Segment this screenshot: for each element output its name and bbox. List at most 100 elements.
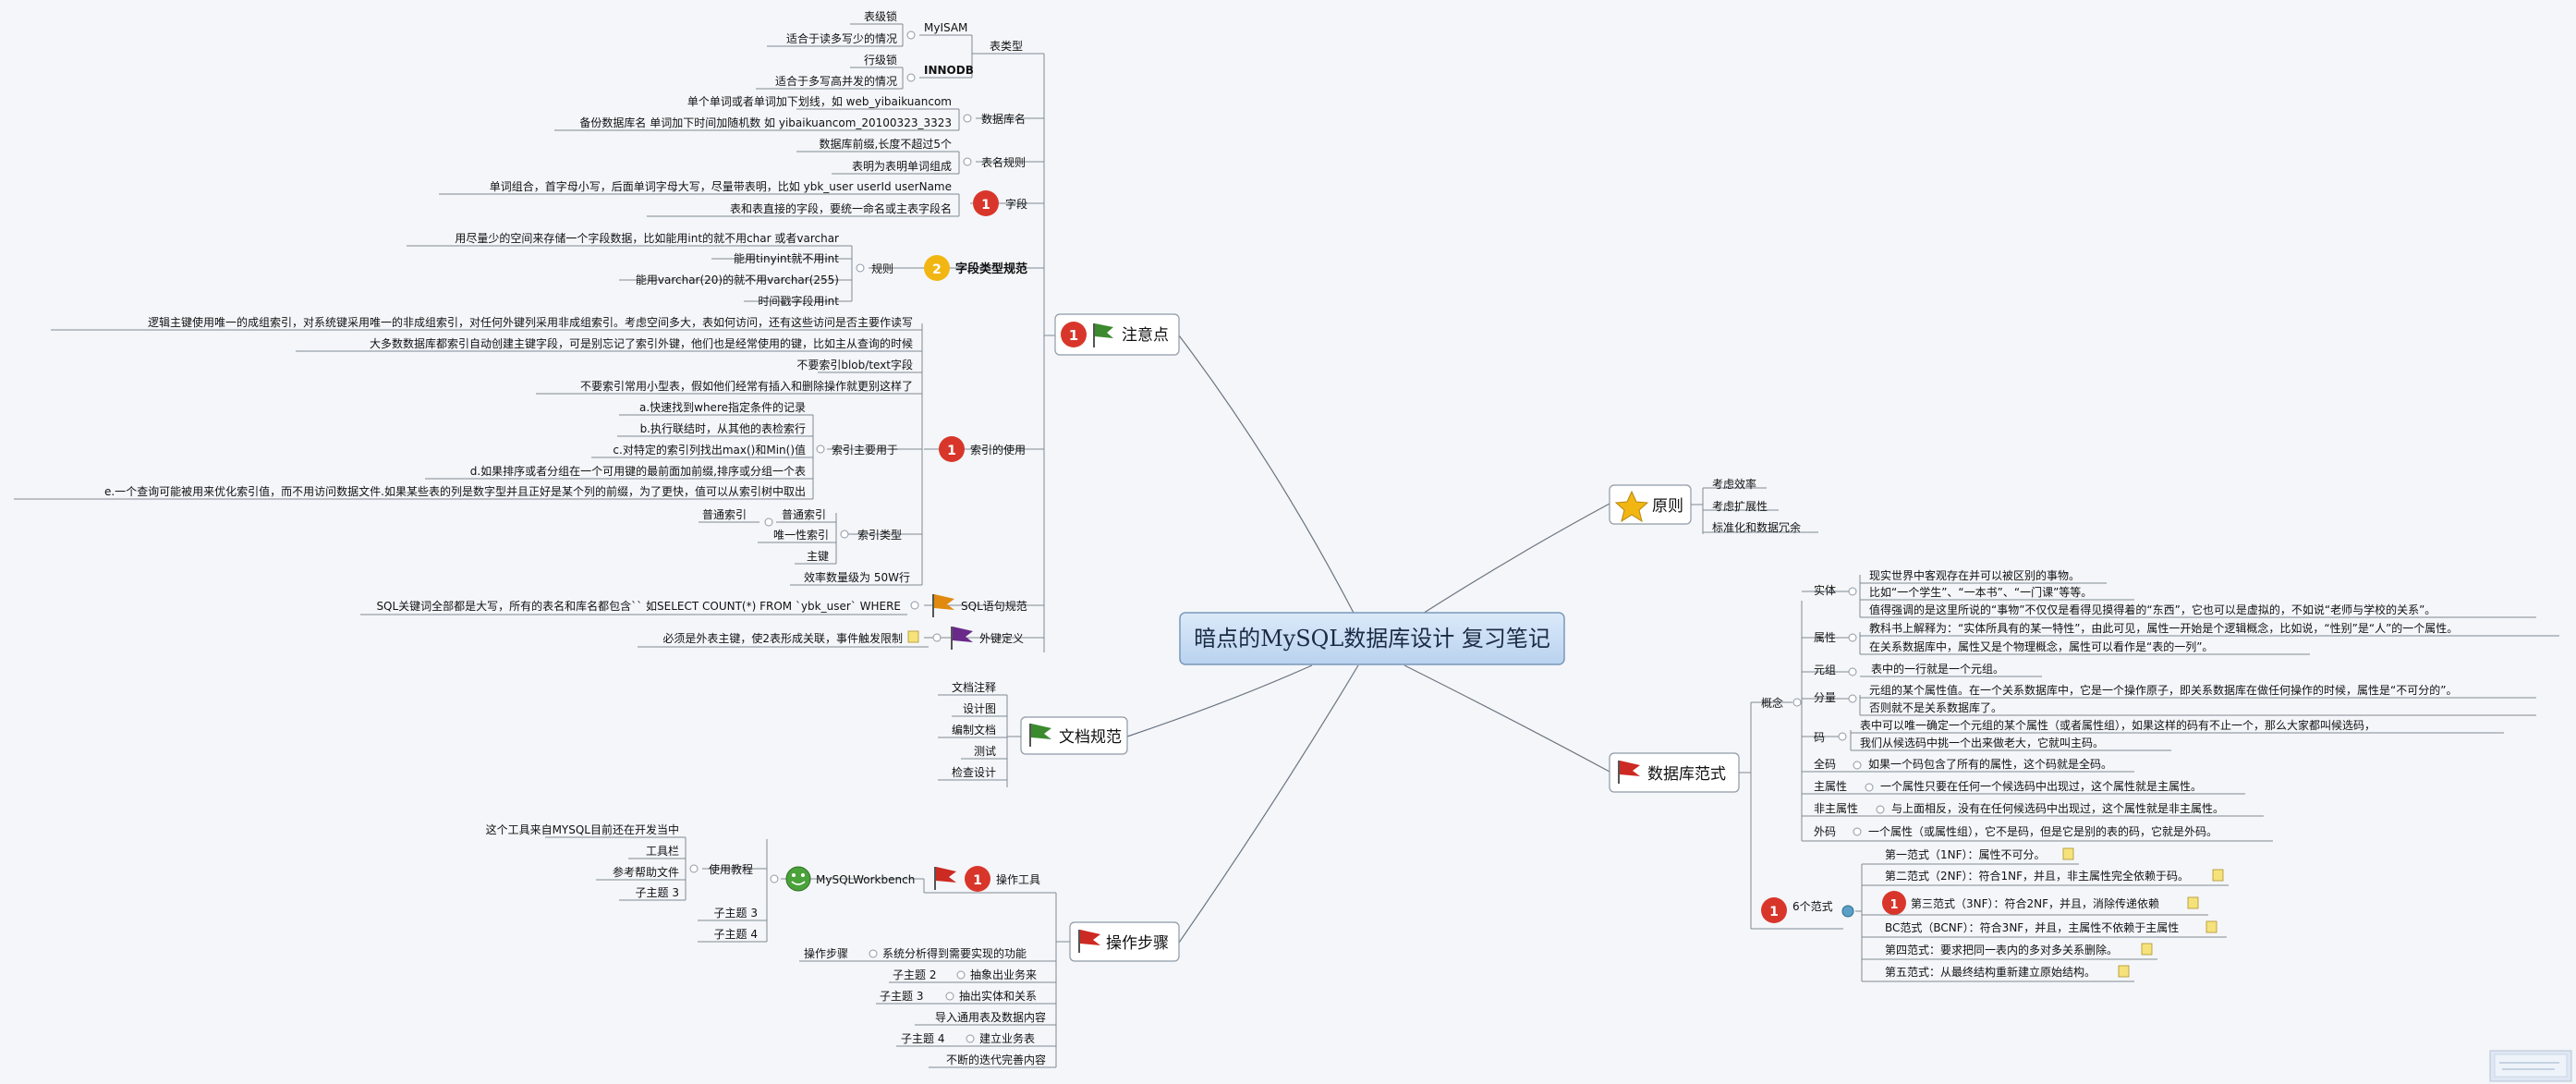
note-icon <box>2212 869 2224 882</box>
branch-wendang: 文档规范 文档注释 设计图 编制文档 测试 检查设计 <box>938 680 1128 787</box>
text-index-2: 大多数数据库都索引自动创建主键字段，可是别忘记了索引外键，他们也是经常使用的键，… <box>370 336 913 350</box>
purple-flag-icon <box>951 627 973 650</box>
text-1nf[interactable]: 第一范式（1NF）：属性不可分。 <box>1885 848 2046 861</box>
label-myisam[interactable]: MyISAM <box>924 21 967 34</box>
node-fanshi[interactable]: 数据库范式 <box>1609 752 1740 793</box>
smiley-icon <box>785 866 811 892</box>
node-yuanze[interactable]: 原则 <box>1609 484 1692 525</box>
text-doc-1[interactable]: 文档注释 <box>952 680 996 694</box>
label-workbench[interactable]: MySQLWorkbench <box>816 873 915 886</box>
label-waima[interactable]: 外码 <box>1814 825 1836 838</box>
node-caozuo[interactable]: 操作步骤 <box>1069 921 1180 962</box>
text-doc-2[interactable]: 设计图 <box>963 702 996 715</box>
fanshi-title: 数据库范式 <box>1647 765 1726 784</box>
step-text-3[interactable]: 抽出实体和关系 <box>959 989 1037 1003</box>
label-jiaocheng[interactable]: 使用教程 <box>709 862 753 876</box>
branch-zhuyidian: 1 注意点 表类型 MyISAM 表级锁 适合于读多写少的情况 INNODB 行… <box>14 9 1180 652</box>
step-text-6[interactable]: 不断的迭代完善内容 <box>946 1053 1046 1066</box>
text-principle-1[interactable]: 考虑效率 <box>1712 477 1756 491</box>
label-innodb[interactable]: INNODB <box>924 64 974 77</box>
text-innodb-2: 适合于多写高并发的情况 <box>775 74 897 88</box>
text-field-1: 单词组合，首字母小写，后面单词字母大写，尽量带表明，比如 ybk_user us… <box>490 179 952 193</box>
text-waima: 一个属性（或属性组），它不是码，但是它是别的表的码，它就是外码。 <box>1868 824 2218 838</box>
text-3nf[interactable]: 第三范式（3NF）：符合2NF，并且，消除传递依赖 <box>1911 896 2159 910</box>
label-zdlxgf[interactable]: 字段类型规范 <box>955 262 1027 276</box>
label-ma[interactable]: 码 <box>1814 731 1825 744</box>
label-fenliang[interactable]: 分量 <box>1814 691 1836 704</box>
label-suoyinleixing[interactable]: 索引类型 <box>857 529 902 542</box>
label-shujukuming[interactable]: 数据库名 <box>981 112 1026 126</box>
text-shuxing-1: 教科书上解释为：“实体所具有的某一特性”，由此可见，属性一开始是个逻辑概念，比如… <box>1869 621 2458 635</box>
label-sqlyuju[interactable]: SQL语句规范 <box>961 599 1027 613</box>
text-index-1: 逻辑主键使用唯一的成组索引，对系统键采用唯一的非成组索引，对任何外键列采用非成组… <box>148 315 913 329</box>
label-biaoleixing[interactable]: 表类型 <box>990 40 1023 53</box>
text-normal-index: 普通索引 <box>702 508 747 521</box>
text-doc-3[interactable]: 编制文档 <box>952 723 996 737</box>
center-title: 暗点的MySQL数据库设计 复习笔记 <box>1194 626 1550 652</box>
label-ziduan[interactable]: 字段 <box>1005 197 1027 211</box>
text-principle-3[interactable]: 标准化和数据冗余 <box>1712 520 1801 534</box>
text-zdlx-top: 用尽量少的空间来存储一个字段数据，比如能用int的就不用char 或者varch… <box>455 231 839 245</box>
step-text-4[interactable]: 导入通用表及数据内容 <box>935 1010 1046 1024</box>
label-6nf[interactable]: 6个范式 <box>1792 900 1833 913</box>
branch-yuanze: 原则 考虑效率 考虑扩展性 标准化和数据冗余 <box>1609 477 1818 534</box>
green-flag-icon <box>1029 724 1051 747</box>
label-zhushuxing[interactable]: 主属性 <box>1814 780 1847 793</box>
text-normal-child: 普通索引 <box>782 508 826 521</box>
green-flag-icon <box>1093 323 1113 347</box>
priority-1-icon <box>1882 891 1906 915</box>
text-tutorial-3: 参考帮助文件 <box>613 865 679 879</box>
svg-text:1: 1 <box>981 198 990 213</box>
step-text-2[interactable]: 抽象出业务来 <box>970 968 1037 981</box>
center-node[interactable]: 暗点的MySQL数据库设计 复习笔记 <box>1179 612 1565 665</box>
label-shiti[interactable]: 实体 <box>1814 583 1836 597</box>
text-doc-5[interactable]: 检查设计 <box>952 765 996 779</box>
label-zhuyaoyongyu[interactable]: 索引主要用于 <box>832 444 898 457</box>
text-zdlx-2: 能用varchar(20)的就不用varchar(255) <box>636 273 839 286</box>
text-zhushuxing: 一个属性只要在任何一个候选码中出现过，这个属性就是主属性。 <box>1880 779 2202 793</box>
label-biaomingguize[interactable]: 表名规则 <box>981 155 1026 169</box>
branch-caozuo: 操作步骤 1 操作工具 MySQLWorkbench 使用教程 这个工具来自 <box>486 822 1180 1068</box>
text-principle-2[interactable]: 考虑扩展性 <box>1712 500 1768 513</box>
text-zdlx-3: 时间戳字段用int <box>758 294 839 308</box>
label-suoyin[interactable]: 索引的使用 <box>970 443 1026 457</box>
text-dbname-2: 备份数据库名 单词加下时间加随机数 如 yibaikuancom_2010032… <box>579 116 952 129</box>
label-gainian[interactable]: 概念 <box>1761 696 1783 710</box>
text-5nf[interactable]: 第五范式：从最终结构重新建立原始结构。 <box>1885 965 2096 979</box>
text-sub4: 子主题 4 <box>714 928 758 941</box>
text-yuanzu: 表中的一行就是一个元组。 <box>1871 662 2004 676</box>
text-sql: SQL关键词全部都是大写，所有的表名和库名都包含`` 如SELECT COUNT… <box>376 599 901 613</box>
note-icon <box>2141 943 2153 956</box>
text-bcnf[interactable]: BC范式（BCNF）：符合3NF，并且，主属性不依赖于主属性 <box>1885 920 2179 934</box>
step-text-1[interactable]: 系统分析得到需要实现的功能 <box>882 946 1027 960</box>
node-wendang[interactable]: 文档规范 <box>1020 716 1128 755</box>
text-use-d: d.如果排序或者分组在一个可用键的最前面加前缀,排序或分组一个表 <box>470 464 806 478</box>
node-zhuyidian[interactable]: 1 注意点 <box>1054 313 1180 356</box>
red-flag-icon <box>934 867 956 890</box>
text-2nf[interactable]: 第二范式（2NF）：符合1NF，并且，非主属性完全依赖于码。 <box>1885 869 2189 883</box>
wendang-title: 文档规范 <box>1059 728 1122 747</box>
step-text-5[interactable]: 建立业务表 <box>979 1031 1035 1045</box>
label-waijian[interactable]: 外键定义 <box>979 631 1024 645</box>
svg-text:2: 2 <box>932 262 942 277</box>
overview-thumbnail[interactable] <box>2489 1050 2572 1082</box>
label-gongju[interactable]: 操作工具 <box>996 872 1040 886</box>
priority-1-icon <box>973 190 999 216</box>
text-unique-index: 唯一性索引 <box>773 529 829 542</box>
text-ma-1: 表中可以唯一确定一个元组的某个属性（或者属性组），如果这样的码有不止一个，那么大… <box>1860 718 2376 732</box>
label-shuxing[interactable]: 属性 <box>1814 631 1836 644</box>
label-yuanzu[interactable]: 元组 <box>1814 664 1836 676</box>
main-connectors <box>1126 335 1610 944</box>
globe-icon <box>1841 905 1854 918</box>
text-tablerule-2: 表明为表明单词组成 <box>852 160 952 173</box>
text-doc-4[interactable]: 测试 <box>974 744 996 758</box>
label-quanma[interactable]: 全码 <box>1814 757 1836 771</box>
text-use-b: b.执行联结时，从其他的表检索行 <box>640 421 806 435</box>
text-4nf[interactable]: 第四范式：要求把同一表内的多对多关系删除。 <box>1885 943 2118 956</box>
label-feizhushuxing[interactable]: 非主属性 <box>1814 802 1858 815</box>
text-myisam-2: 适合于读多写少的情况 <box>786 31 897 45</box>
label-guize[interactable]: 规则 <box>871 262 893 275</box>
text-myisam-1: 表级锁 <box>864 9 897 23</box>
